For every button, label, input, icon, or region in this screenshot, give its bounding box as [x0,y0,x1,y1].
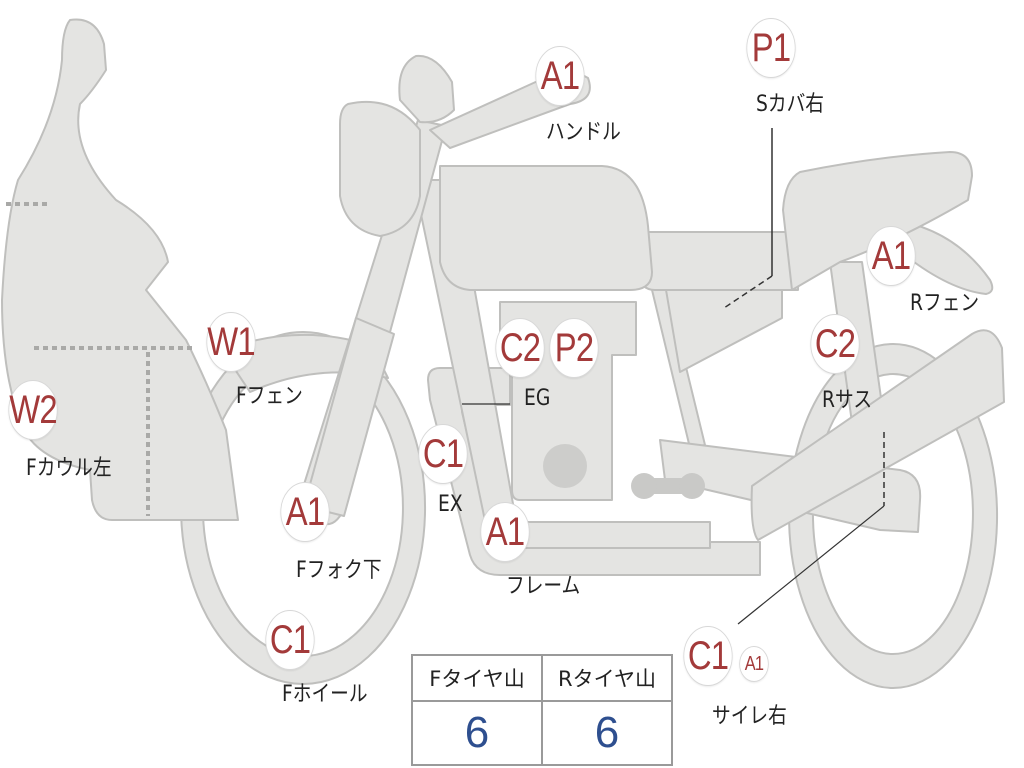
badge-front-fork-lower: A1 [280,482,330,542]
badge-exhaust: C1 [418,424,468,484]
front-tire-value: 6 [411,700,543,766]
footpeg-right [679,473,705,499]
badge-silencer-right-c1: C1 [683,626,733,686]
badge-rear-fender: A1 [866,226,916,286]
label-silencer-right: サイレ右 [712,704,787,729]
label-scover-right: Sカバ右 [756,92,824,117]
leader-silencer [737,505,885,625]
front-cowl-shape [1,18,239,521]
front-tire-label: Fタイヤ山 [411,654,543,702]
seat-shape [637,231,801,291]
badge-handle: A1 [535,46,585,106]
muffler-shape [750,329,1005,541]
tail-cowl-shape [782,151,973,291]
fuel-tank-shape [439,165,653,291]
badge-front-wheel: C1 [265,610,315,670]
badge-engine-c2: C2 [495,318,545,378]
side-cover-shape [664,283,783,373]
badge-front-fender: W1 [206,312,256,372]
brake-disc [543,444,587,488]
mirror-shape [398,54,455,124]
tire-table-header-row: Fタイヤ山 Rタイヤ山 [411,654,673,702]
rear-tire-label: Rタイヤ山 [541,654,673,702]
label-front-fender: Fフェン [236,384,303,409]
label-rear-suspension: Rサス [822,388,873,413]
rear-tire-value: 6 [541,700,673,766]
badge-rear-suspension: C2 [810,314,860,374]
tire-table-value-row: 6 6 [411,700,673,766]
badge-silencer-right-a1: A1 [739,646,769,682]
badge-scover-right: P1 [746,18,796,78]
label-handle: ハンドル [546,120,621,145]
headlight-shape [339,100,421,237]
label-exhaust: EX [438,492,463,517]
badge-engine-p2: P2 [549,318,599,378]
badge-front-cowl-left: W2 [8,380,58,440]
footpeg-left [631,473,657,499]
fork-slider-shape [303,317,395,517]
badge-frame: A1 [480,502,530,562]
tire-tread-table: Fタイヤ山 Rタイヤ山 6 6 [411,654,673,766]
label-front-cowl-left: Fカウル左 [26,456,112,481]
label-engine: EG [524,386,551,411]
label-front-fork-lower: Fフォク下 [296,558,382,583]
label-frame: フレーム [506,574,581,599]
label-rear-fender: Rフェン [910,291,980,316]
label-front-wheel: Fホイール [282,682,368,707]
